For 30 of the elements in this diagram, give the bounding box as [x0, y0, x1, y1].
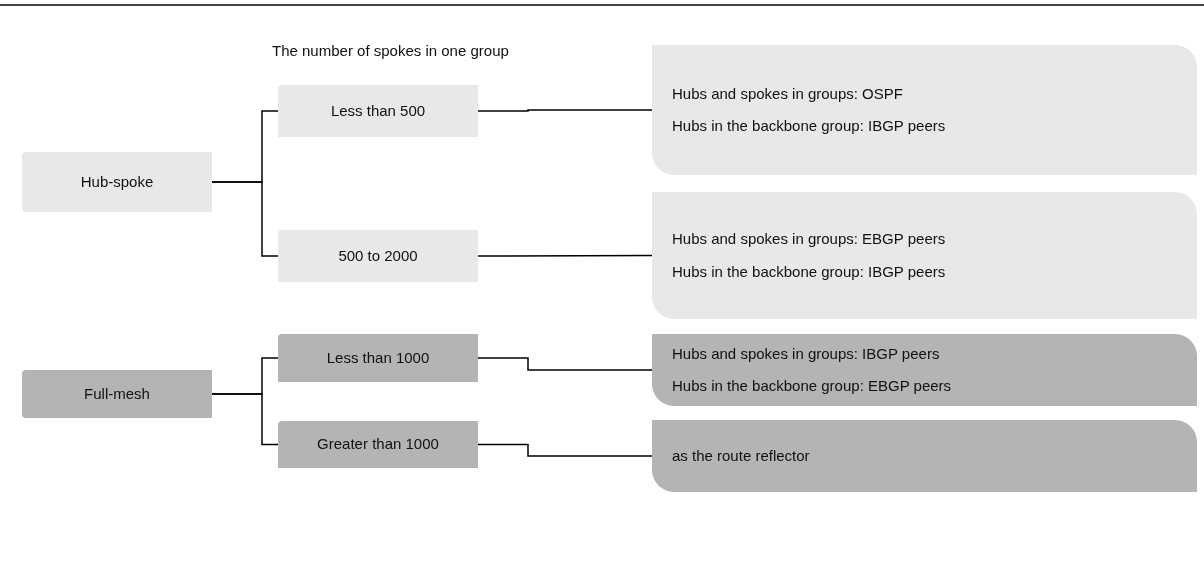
condition-box: [278, 85, 478, 137]
connector-line: [211, 393, 279, 446]
result-box: [652, 420, 1197, 492]
category-box: [22, 152, 212, 212]
box-text: Greater than 1000: [317, 434, 439, 455]
condition-box: [278, 334, 478, 382]
box-text: Hubs in the backbone group: IBGP peers: [672, 261, 946, 282]
box-text: Hubs in the backbone group: EBGP peers: [672, 376, 952, 396]
box-text: as the route reflector: [672, 445, 810, 466]
condition-box: [278, 421, 478, 468]
box-text: Less than 500: [330, 100, 426, 121]
box-text: Hubs and spokes in groups: EBGP peers: [672, 229, 946, 249]
result-box: [652, 45, 1197, 175]
box-text: Full-mesh: [84, 383, 150, 404]
heading-label: The number of spokes in one group: [272, 41, 509, 61]
box-text: Less than 1000: [326, 347, 430, 368]
box-text: 500 to 2000: [338, 245, 418, 266]
box-text: Hubs and spokes in groups: IBGP peers: [672, 343, 940, 364]
box-text: Hubs and spokes in groups: OSPF: [672, 83, 903, 104]
connector-line: [477, 109, 653, 112]
connector-line: [211, 181, 279, 257]
result-box: [652, 192, 1197, 319]
connector-line: [477, 443, 653, 457]
box-text: Hub-spoke: [80, 171, 154, 192]
condition-box: [278, 230, 478, 282]
connector-line: [477, 357, 653, 371]
box-text: Hubs in the backbone group: IBGP peers: [672, 116, 946, 136]
result-box: [652, 334, 1197, 406]
connector-line: [477, 254, 653, 257]
category-box: [22, 370, 212, 418]
